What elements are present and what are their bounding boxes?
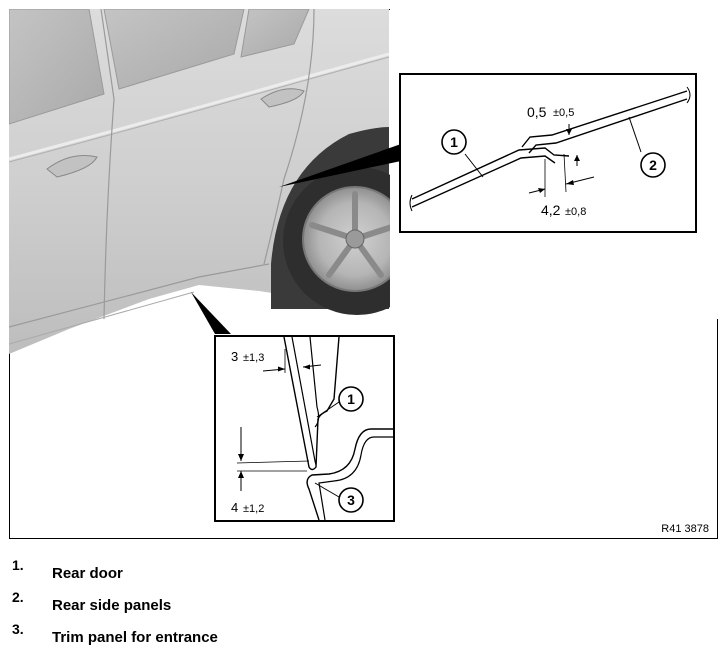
dim-vertical-value: 4 [231,500,238,515]
pointer-to-bottom-detail [191,292,231,334]
dim-vertical-tolerance: ±1,2 [243,503,264,515]
technical-illustration: 0,5 ±0,5 4,2 ±0,8 1 2 [9,9,718,539]
legend-label: Rear door [52,565,123,582]
callout-1-bottom [338,386,364,412]
rear-side-panel-section [521,90,688,148]
rear-door-rear-shutline [263,9,315,265]
rear-door-front-shutline [100,9,115,320]
legend-item: 3. Trim panel for entrance [12,617,712,649]
legend-item: 2. Rear side panels [12,585,712,617]
dim-gap-tolerance: ±0,5 [553,107,574,119]
rear-door-panel-section [411,147,570,200]
quarter-window [240,9,310,58]
door-sill-line [9,263,270,328]
detail-bottom: 3 ±1,3 4 ±1,2 1 3 [214,335,395,522]
dim-side-tolerance: ±1,3 [243,352,264,364]
legend-label: Rear side panels [52,597,172,614]
legend-number: 1. [12,557,24,573]
callout-2-top-label: 2 [649,157,657,173]
legend-item: 1. Rear door [12,553,712,585]
dim-gap-value: 0,5 [527,104,547,120]
rear-door-window [103,9,245,90]
rear-door-handle [260,88,305,108]
callout-1-top-label: 1 [450,134,458,150]
callout-3-bottom-label: 3 [347,492,355,508]
parts-legend: 1. Rear door 2. Rear side panels 3. Trim… [12,553,712,649]
dim-overlap-value: 4,2 [541,202,561,218]
front-door-handle [46,155,98,178]
pointer-to-top-detail [279,144,401,187]
dim-overlap-tolerance: ±0,8 [565,206,586,218]
figure-reference-code: R41 3878 [661,523,709,535]
callout-2-top [640,152,666,178]
legend-label: Trim panel for entrance [52,629,218,646]
detail-top: 0,5 ±0,5 4,2 ±0,8 1 2 [399,73,697,233]
front-door-window [9,9,105,125]
body-character-line [9,52,390,161]
dim-side-value: 3 [231,349,238,364]
callout-3-bottom [338,487,364,513]
legend-number: 3. [12,621,24,637]
callout-1-top [441,129,467,155]
entrance-trim-section [306,428,393,520]
callout-1-bottom-label: 1 [347,391,355,407]
legend-number: 2. [12,589,24,605]
